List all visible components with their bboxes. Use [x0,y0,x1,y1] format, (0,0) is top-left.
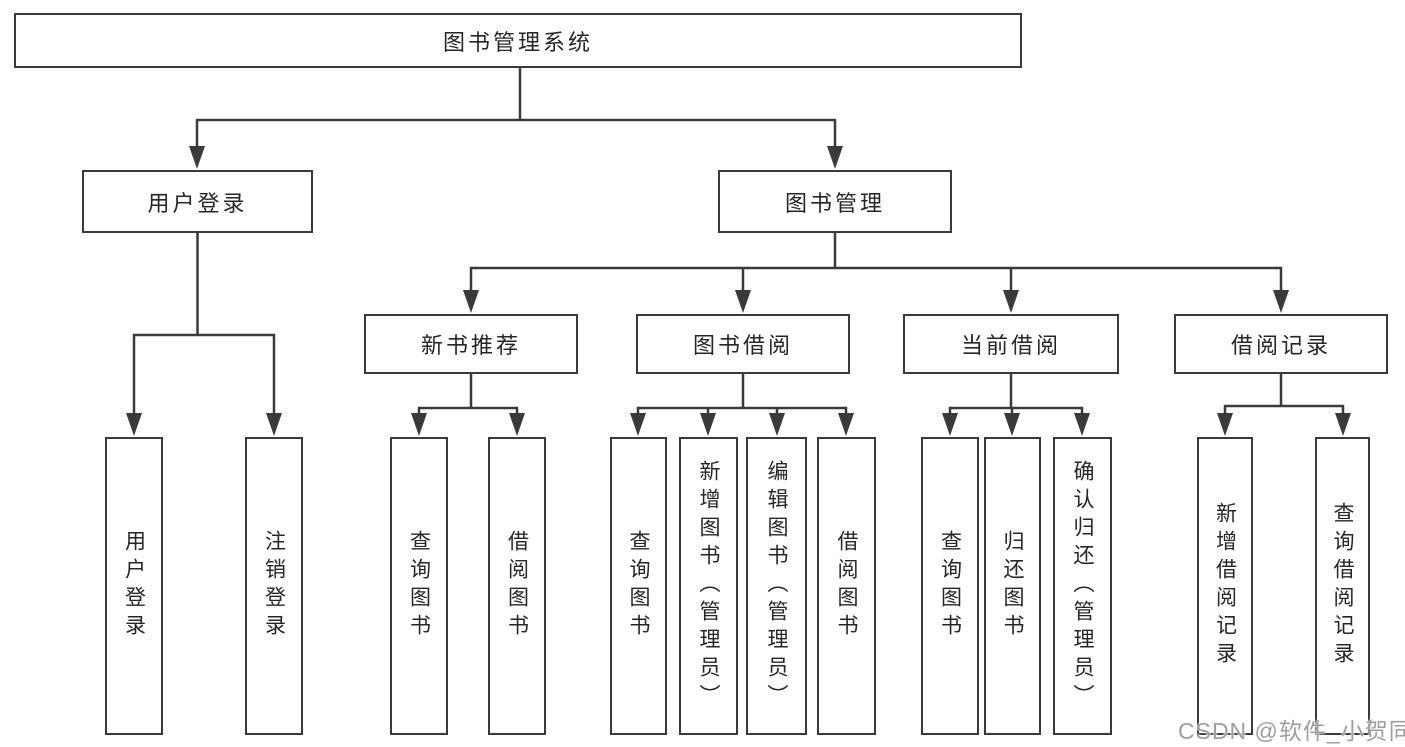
leaf-return-books: 归还图书 [984,437,1041,735]
leaf-label: 查询图书 [407,530,431,642]
node-label: 图书管理系统 [442,29,593,55]
connector-book-borrow-to-leaves [630,374,854,436]
connector-book-mgmt-to-level3 [463,233,1289,313]
leaf-label: 借阅图书 [505,530,529,642]
leaf-label: 编辑图书（管理员） [765,460,788,712]
leaf-add-book-admin: 新增图书（管理员） [679,437,738,735]
leaf-label: 确认归还（管理员） [1071,460,1094,712]
leaf-logout: 注销登录 [245,437,303,735]
leaf-query-borrow-record: 查询借阅记录 [1315,437,1370,735]
leaf-borrow-books-recommend: 借阅图书 [488,437,546,735]
node-label: 新书推荐 [420,333,521,358]
node-user-login: 用户登录 [82,170,313,233]
connector-borrow-records-to-leaves [1217,374,1351,436]
leaf-label: 注销登录 [262,530,286,642]
leaf-label: 归还图书 [1001,530,1024,642]
node-label: 借阅记录 [1230,333,1331,358]
node-book-management-system: 图书管理系统 [14,13,1022,68]
leaf-query-books-recommend: 查询图书 [390,437,448,735]
node-label: 用户登录 [147,190,248,216]
node-label: 当前借阅 [960,333,1061,358]
csdn-watermark: CSDN @软件_小贺同学 [1178,718,1405,744]
connector-user-login-to-leaves [126,233,282,436]
leaf-user-login: 用户登录 [105,437,163,735]
connector-root-to-level2 [189,67,843,169]
leaf-add-borrow-record: 新增借阅记录 [1197,437,1253,735]
leaf-label: 新增图书（管理员） [697,460,720,712]
leaf-edit-book-admin: 编辑图书（管理员） [746,437,807,735]
leaf-label: 查询借阅记录 [1331,502,1354,670]
leaf-label: 查询图书 [938,530,962,642]
node-current-borrowing: 当前借阅 [903,314,1119,374]
leaf-label: 查询图书 [627,530,650,642]
node-new-book-recommend: 新书推荐 [364,314,578,374]
leaf-query-books-current: 查询图书 [921,437,979,735]
node-book-management: 图书管理 [718,170,952,233]
connector-new-books-to-leaves [411,374,525,436]
leaf-label: 用户登录 [122,530,146,642]
node-borrowing-records: 借阅记录 [1174,314,1388,374]
connector-current-borrow-to-leaves [942,374,1090,436]
node-label: 图书借阅 [692,333,793,358]
leaf-query-books-borrowing: 查询图书 [610,437,667,735]
leaf-label: 借阅图书 [835,530,858,642]
leaf-confirm-return-admin: 确认归还（管理员） [1053,437,1112,735]
leaf-label: 新增借阅记录 [1213,502,1237,670]
leaf-borrow-books: 借阅图书 [817,437,876,735]
node-label: 图书管理 [784,190,885,216]
node-book-borrowing: 图书借阅 [636,314,850,374]
